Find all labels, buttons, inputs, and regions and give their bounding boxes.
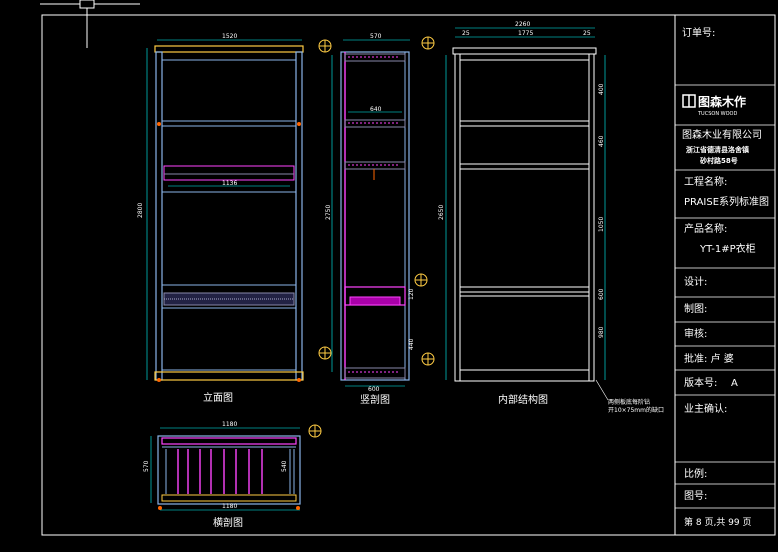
company-name: 图森木业有限公司: [682, 128, 762, 141]
dim-internal-mid: 1775: [518, 30, 533, 37]
title-block: [675, 84, 775, 509]
drawing-frame: [41, 14, 776, 536]
dim-internal-d5: 980: [598, 326, 605, 338]
review-label: 审核:: [684, 327, 707, 340]
dim-section-r2: 440: [408, 338, 415, 350]
draw-label: 制图:: [684, 302, 707, 315]
internal-structure-view: 2260 25 1775 25 2650 400 460 1050 600 98…: [438, 21, 609, 401]
dim-plan-right: 540: [281, 460, 288, 472]
dim-front-height: 2800: [137, 203, 144, 218]
dim-internal-d4: 600: [598, 288, 605, 300]
dim-section-r1: 120: [408, 288, 415, 300]
note-line-1: 两侧板底每阶钻: [608, 398, 650, 406]
product-value: YT-1#P衣柜: [699, 242, 756, 255]
vertical-section-view: 570 2750 640 600 120 440: [318, 33, 435, 393]
project-label: 工程名称:: [684, 175, 727, 188]
dim-internal-d3: 1050: [598, 217, 605, 232]
label-internal-view: 内部结构图: [498, 393, 548, 406]
scale-label: 比例:: [684, 467, 707, 480]
label-front-view: 立面图: [203, 391, 233, 404]
dim-internal-d2: 460: [598, 135, 605, 147]
dim-internal-height: 2650: [438, 205, 445, 220]
dim-plan-top: 1180: [222, 421, 237, 428]
address-line-1: 浙江省德清县洛舍镇: [686, 145, 749, 154]
horizontal-section-view: 1180 570 540 1180: [143, 421, 322, 511]
label-section-view: 竖剖图: [360, 393, 390, 406]
address-line-2: 砂村路58号: [700, 156, 738, 165]
dim-section-top: 570: [370, 33, 382, 40]
drawing-no-label: 图号:: [684, 490, 707, 502]
dim-internal-right: 25: [583, 30, 591, 37]
version-value: A: [731, 378, 738, 389]
product-label: 产品名称:: [684, 222, 727, 235]
front-elevation-view: 1520 2800 1136: [137, 33, 304, 382]
design-label: 设计:: [684, 275, 707, 288]
brand-name: 图森木作: [698, 94, 746, 109]
dim-section-height: 2750: [325, 205, 332, 220]
dim-front-width: 1520: [222, 33, 237, 40]
dim-plan-bottom: 1180: [222, 503, 237, 510]
version-label: 版本号:: [684, 376, 717, 389]
label-plan-view: 横剖图: [213, 516, 243, 529]
dim-front-inner: 1136: [222, 180, 237, 187]
dim-section-mid: 640: [370, 106, 382, 113]
dim-internal-left: 25: [462, 30, 470, 37]
note-line-2: 开10×75mm的缺口: [608, 406, 664, 414]
approve-label: 批准: 卢 婆: [684, 352, 734, 365]
page-info: 第 8 页,共 99 页: [684, 516, 751, 528]
project-value: PRAISE系列标准图: [684, 195, 769, 208]
dim-plan-left: 570: [143, 460, 150, 472]
order-no-label: 订单号:: [682, 27, 715, 39]
brand-logo-icon: [682, 94, 696, 108]
dim-internal-width: 2260: [515, 21, 530, 28]
owner-confirm-label: 业主确认:: [684, 402, 727, 415]
brand-name-en: TUCSON WOOD: [697, 111, 737, 117]
dim-section-bottom: 600: [368, 386, 380, 393]
cursor-crosshair-icon: [40, 0, 140, 48]
dim-internal-d1: 400: [598, 83, 605, 95]
